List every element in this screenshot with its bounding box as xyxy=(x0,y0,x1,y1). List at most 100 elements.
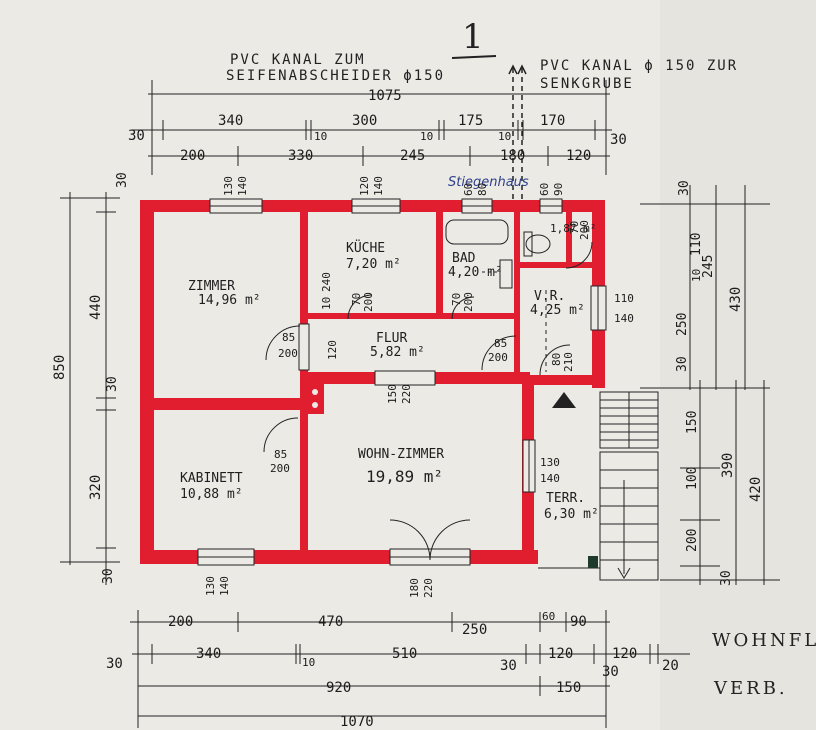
dim-top-r1-2: 10 xyxy=(314,130,327,143)
dim-top-r2-4: 120 xyxy=(566,148,591,164)
wall-left xyxy=(140,200,154,564)
entrance-arrow xyxy=(552,392,576,408)
dim-right-b-0: 150 xyxy=(685,411,700,434)
room-flur-area: 5,82 m² xyxy=(370,345,425,360)
dim-bottom-total: 1070 xyxy=(340,714,374,730)
room-terr-name: TERR. xyxy=(546,491,585,506)
wall-vr-bottom xyxy=(522,375,605,385)
w-kab-2: 140 xyxy=(218,576,231,596)
w-kueche-1: 120 xyxy=(358,176,371,196)
terrace-post xyxy=(588,556,598,568)
room-bad-name: BAD xyxy=(452,251,476,266)
wall-bad-right xyxy=(514,205,520,375)
w-wohn-2: 140 xyxy=(540,472,560,485)
d-flur-2: 200 xyxy=(488,351,508,364)
room-kabinett-name: KABINETT xyxy=(180,471,243,486)
d-terr-1: 180 xyxy=(408,578,421,598)
terrace-door-right xyxy=(429,519,471,561)
dim-top-r2-3: 180 xyxy=(500,148,525,164)
w-vr-2: 140 xyxy=(614,312,634,325)
d-kab-1: 85 xyxy=(274,448,287,461)
wall-zimmer-bottom xyxy=(150,398,306,410)
paper-sheet xyxy=(0,0,660,730)
top-dimension-lines xyxy=(132,80,612,175)
dim-bottom-r2-1: 340 xyxy=(196,646,221,662)
d-wc-2: 200 xyxy=(578,220,591,240)
dim-bottom-r2-0: 30 xyxy=(106,656,123,672)
k-240: 240 xyxy=(320,272,333,292)
w-wc-2: 90 xyxy=(552,183,565,196)
door-vr xyxy=(539,344,571,376)
dim-top-r2-2: 245 xyxy=(400,148,425,164)
dim-right-a-5: 30 xyxy=(675,356,690,372)
w-kab-1: 130 xyxy=(204,576,217,596)
dim-bottom-r1-0: 200 xyxy=(168,614,193,630)
room-wohn-name: WOHN-ZIMMER xyxy=(358,447,444,462)
door-wc xyxy=(565,241,593,269)
room-zimmer-name: ZIMMER xyxy=(188,279,235,294)
wall-wc-bottom xyxy=(518,262,592,268)
window-mullions xyxy=(198,205,599,558)
room-terr-area: 6,30 m² xyxy=(544,507,599,522)
p-flur: 120 xyxy=(326,340,339,360)
dim-top-r1-0: 30 xyxy=(128,128,145,144)
drain-arrows xyxy=(508,64,527,200)
dim-right-a-4: 250 xyxy=(675,313,690,336)
door-bad xyxy=(451,296,475,320)
right-dimension-lines xyxy=(640,185,780,585)
dim-left-total: 850 xyxy=(52,355,68,380)
room-vr-name: V.R. xyxy=(534,289,565,304)
dim-right-a-1: 110 xyxy=(689,233,704,256)
w-bad-1: 60 xyxy=(462,183,475,196)
dim-bottom-r2-5: 120 xyxy=(548,646,573,662)
dim-top-r1-4: 10 xyxy=(420,130,433,143)
dim-right-a-3: 245 xyxy=(701,255,716,278)
opening-flur xyxy=(298,323,310,371)
door-zimmer xyxy=(265,325,301,361)
door-kueche xyxy=(347,294,373,320)
dim-left-seg-3: 320 xyxy=(88,475,104,500)
d-vr-2: 210 xyxy=(562,352,575,372)
dim-top-r1-8: 30 xyxy=(610,132,627,148)
dim-bottom-r1-2: 250 xyxy=(462,622,487,638)
dim-bottom-r1-3: 60 xyxy=(542,610,555,623)
dim-top-r1-1: 340 xyxy=(218,113,243,129)
dim-right-a-0: 30 xyxy=(677,180,692,196)
room-zimmer-area: 14,96 m² xyxy=(198,293,261,308)
door-flur xyxy=(481,335,517,371)
w-wc-1: 60 xyxy=(538,183,551,196)
room-bad-area: 4,20 m² xyxy=(448,265,503,280)
terrace-stairs xyxy=(538,391,659,581)
w-kueche-2: 140 xyxy=(372,176,385,196)
corner-note-1: WOHNFL xyxy=(712,630,816,651)
p-wohn-2: 220 xyxy=(400,384,413,404)
corner-note-2: VERB. xyxy=(713,678,788,699)
dim-top-r1-7: 170 xyxy=(540,113,565,129)
dim-top-r1-3: 300 xyxy=(352,113,377,129)
d-flur-1: 85 xyxy=(494,337,507,350)
drain-note-left-2: SEIFENABSCHEIDER ϕ150 xyxy=(226,68,445,84)
d-kab-2: 200 xyxy=(270,462,290,475)
w-bad-2: 80 xyxy=(476,183,489,196)
bad-sink xyxy=(499,259,513,289)
dim-right-a-2: 10 xyxy=(690,269,703,282)
dim-top-r2-0: 200 xyxy=(180,148,205,164)
dim-right-total-lower: 420 xyxy=(748,477,764,502)
dim-bottom-r2-7: 20 xyxy=(662,658,679,674)
wall-wc-left xyxy=(566,205,572,265)
room-kueche-name: KÜCHE xyxy=(346,239,385,256)
dim-left-seg-2: 30 xyxy=(105,376,120,392)
dim-bottom-r3-0: 920 xyxy=(326,680,351,696)
d-bad-1: 70 xyxy=(450,293,463,306)
dim-top-r2-1: 330 xyxy=(288,148,313,164)
bottom-dimension-lines xyxy=(130,610,690,728)
door-kabinett xyxy=(263,417,299,453)
drain-note-left-1: PVC KANAL ZUM xyxy=(230,52,366,68)
dim-right-b-2: 200 xyxy=(685,529,700,552)
dim-bottom-r2-8: 30 xyxy=(602,664,619,680)
d-wc-1: 70 xyxy=(568,221,581,234)
dim-bottom-r2-3: 510 xyxy=(392,646,417,662)
dim-right-mid: 390 xyxy=(720,453,736,478)
k-10: 10 xyxy=(320,297,333,310)
